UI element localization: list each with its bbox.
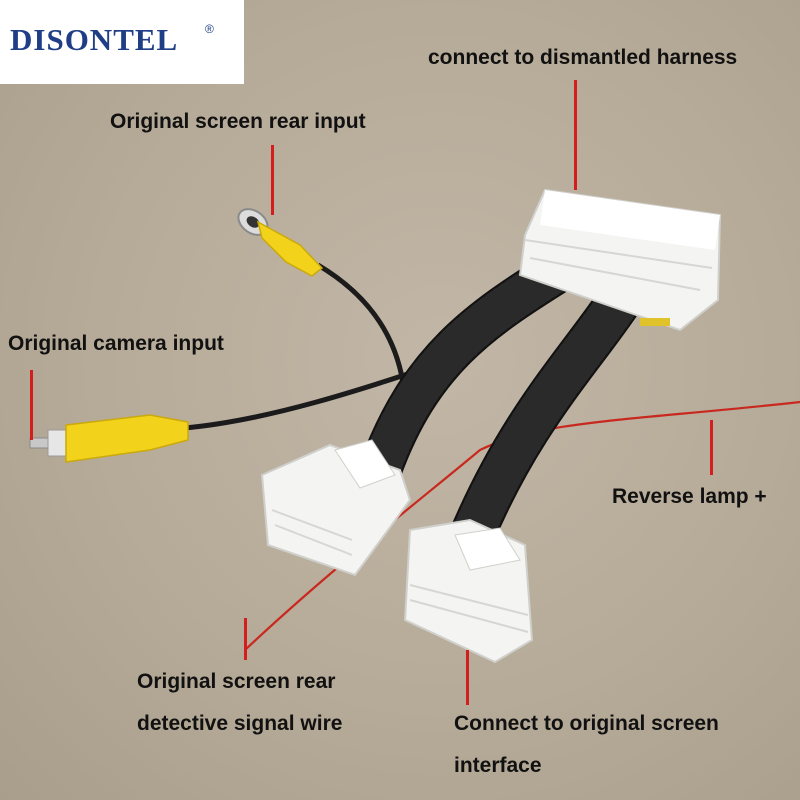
label-screen-interface-line2: interface	[454, 754, 542, 777]
label-dismantled-harness: connect to dismantled harness	[428, 46, 738, 69]
label-detective-line2: detective signal wire	[137, 712, 343, 735]
pointer-screen-rear-input	[271, 145, 274, 215]
label-screen-interface-line1: Connect to original screen	[454, 712, 719, 735]
red-signal-wire	[244, 400, 800, 651]
label-camera-input: Original camera input	[8, 332, 224, 355]
label-detective-line1: Original screen rear	[137, 670, 336, 693]
pointer-dismantled-harness	[574, 80, 577, 190]
pointer-screen-interface	[466, 650, 469, 705]
brand-name: DISONTEL	[10, 22, 179, 57]
rca-female-jack	[237, 208, 324, 277]
right-white-connector	[403, 518, 534, 664]
left-white-connector	[260, 439, 412, 577]
label-reverse-lamp: Reverse lamp +	[612, 485, 767, 508]
registered-mark: ®	[205, 22, 214, 36]
label-screen-rear-input: Original screen rear input	[110, 110, 366, 133]
rca-male-plug	[29, 414, 189, 463]
brand-logo: DISONTEL ®	[0, 0, 244, 84]
pointer-reverse-lamp	[710, 420, 713, 475]
pointer-camera-input	[30, 370, 33, 440]
pointer-detective-wire	[244, 618, 247, 660]
top-connector	[518, 188, 722, 332]
